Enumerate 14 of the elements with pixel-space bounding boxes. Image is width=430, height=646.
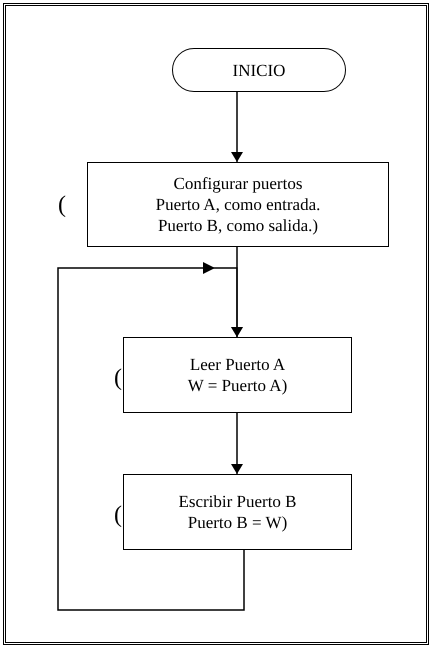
node-text: Leer Puerto A W = Puerto A) [186,354,288,396]
process-box [87,162,389,247]
parenthesis-mark: ( [114,502,122,528]
node-text: INICIO [232,60,286,80]
process-box [123,337,352,413]
arrow [231,92,243,162]
node-text: Configurar puertos Puerto A, como entrada. Puerto B, como salida.) [154,173,322,236]
parenthesis-mark: ( [114,365,122,391]
terminal-shape [172,48,346,92]
loop-arrow [57,262,245,611]
node-text: Escribir Puerto B Puerto B = W) [177,491,298,533]
process-box [123,474,352,550]
arrow [231,413,243,474]
parenthesis-mark: ( [58,192,66,218]
